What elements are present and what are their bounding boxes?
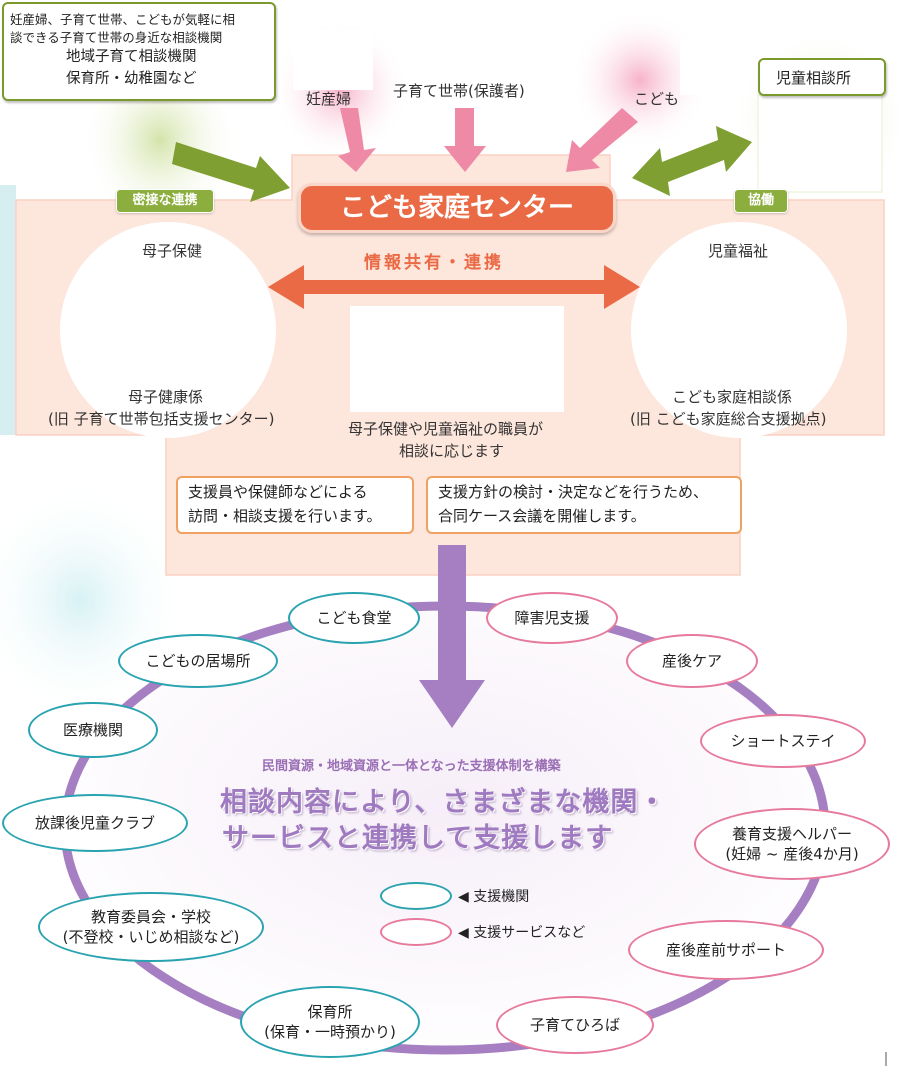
tag-close-coop: 密接な連携 (116, 189, 214, 213)
support-box-visit: 支援員や保健師などによる 訪問・相談支援を行います。 (176, 476, 414, 534)
ring-headline-1: 相談内容により、さまざまな機関・ (220, 787, 667, 818)
child-consult-title: 児童相談所 (776, 69, 852, 87)
left-circle-bottom1: 母子健康係 (128, 388, 204, 406)
node-after-school-label: 放課後児童クラブ (34, 814, 155, 832)
node-medical: 医療機関 (28, 702, 158, 758)
left-circle-bottom2: (旧 子育て世帯包括支援センター) (48, 410, 275, 428)
legend-svc-swatch (380, 918, 452, 946)
left-circle-top: 母子保健 (142, 242, 203, 260)
pink-arrow-2 (444, 108, 486, 172)
child-consult-box: 児童相談所 (758, 58, 886, 96)
node-kodomo-shokudo: こども食堂 (288, 592, 420, 644)
node-parenting-plaza-label: 子育てひろば (529, 1016, 620, 1034)
node-helper: 養育支援ヘルパー (妊婦 ~ 産後4か月) (694, 808, 890, 880)
node-short-stay: ショートステイ (700, 714, 866, 768)
support-box-meeting: 支援方針の検討・決定などを行うため、 合同ケース会議を開催します。 (426, 476, 742, 534)
node-disability-support-label: 障害児支援 (514, 609, 590, 627)
ring-headline-2: サービスと連携して支援します (222, 823, 614, 854)
blank-top-2 (680, 40, 750, 95)
support-box-visit-line2: 訪問・相談支援を行います。 (188, 507, 382, 525)
node-kodomo-ibasho: こどもの居場所 (118, 634, 278, 688)
local-consult-line1: 妊産婦、子育て世帯、こどもが気軽に相 (10, 12, 236, 27)
node-perinatal-support: 産後産前サポート (628, 920, 824, 980)
node-kodomo-ibasho-label: こどもの居場所 (145, 652, 251, 670)
staff-note-line1: 母子保健や児童福祉の職員が (348, 420, 544, 438)
node-medical-label: 医療機関 (62, 721, 123, 739)
left-circle (60, 222, 276, 438)
pink-arrow-3 (566, 108, 638, 172)
node-short-stay-label: ショートステイ (730, 732, 836, 750)
node-postpartum-care-label: 産後ケア (661, 652, 722, 670)
side-strip (0, 185, 16, 435)
node-helper-label: 養育支援ヘルパー (731, 825, 852, 843)
center-blank-box (350, 306, 564, 412)
label-children: こども (634, 90, 680, 108)
node-nursery-label: 保育所 (307, 1003, 353, 1021)
glow-pink-2 (570, 10, 710, 150)
local-consult-box: 妊産婦、子育て世帯、こどもが気軽に相 談できる子育て世帯の身近な相談機関 地域子… (2, 2, 276, 101)
child-consult-blank (757, 94, 883, 193)
right-circle-bottom1: こども家庭相談係 (672, 388, 793, 406)
node-education-board: 教育委員会・学校 (不登校・いじめ相談など) (38, 892, 264, 962)
node-disability-support: 障害児支援 (486, 592, 618, 644)
green-arrow-left (172, 142, 290, 202)
ring-subtitle: 民間資源・地域資源と一体となった支援体制を構築 (262, 759, 561, 774)
info-share-arrow (268, 265, 640, 309)
node-after-school: 放課後児童クラブ (2, 794, 188, 852)
kodomo-katei-center-title: こども家庭センター (298, 183, 616, 233)
legend-org-swatch (380, 882, 452, 910)
legend-org-label: ◀ 支援機関 (458, 889, 530, 905)
node-perinatal-support-label: 産後産前サポート (665, 941, 786, 959)
node-education-board-label: 教育委員会・学校 (90, 908, 211, 926)
node-nursery: 保育所 (保育・一時預かり) (240, 986, 420, 1058)
blank-top-1 (293, 30, 373, 90)
right-circle-top: 児童福祉 (708, 242, 769, 260)
node-postpartum-care: 産後ケア (626, 634, 758, 688)
label-pregnant: 妊産婦 (306, 90, 352, 108)
support-box-meeting-line2: 合同ケース会議を開催します。 (438, 507, 646, 525)
info-share-label: 情報共有・連携 (364, 253, 504, 273)
support-box-visit-line1: 支援員や保健師などによる (188, 483, 368, 501)
node-kodomo-shokudo-label: こども食堂 (316, 609, 392, 627)
node-helper-sublabel: (妊婦 ~ 産後4か月) (725, 845, 859, 863)
green-arrow-right (632, 126, 752, 196)
down-arrow (419, 545, 485, 728)
support-box-meeting-line1: 支援方針の検討・決定などを行うため、 (438, 483, 709, 501)
legend-svc-label: ◀ 支援サービスなど (458, 925, 586, 941)
label-parents: 子育て世帯(保護者) (393, 82, 525, 100)
node-education-board-sublabel: (不登校・いじめ相談など) (62, 928, 240, 946)
node-nursery-sublabel: (保育・一時預かり) (264, 1023, 396, 1041)
local-consult-line4: 保育所・幼稚園など (66, 71, 197, 87)
right-circle (631, 222, 847, 438)
right-circle-bottom2: (旧 こども家庭総合支援拠点) (630, 410, 827, 428)
node-parenting-plaza: 子育てひろば (496, 996, 654, 1054)
local-consult-line3: 地域子育て相談機関 (66, 49, 197, 65)
tag-collab: 協働 (734, 189, 788, 213)
pink-arrow-1 (338, 108, 376, 172)
local-consult-line2: 談できる子育て世帯の身近な相談機関 (10, 30, 223, 45)
staff-note-line2: 相談に応じます (399, 442, 505, 460)
